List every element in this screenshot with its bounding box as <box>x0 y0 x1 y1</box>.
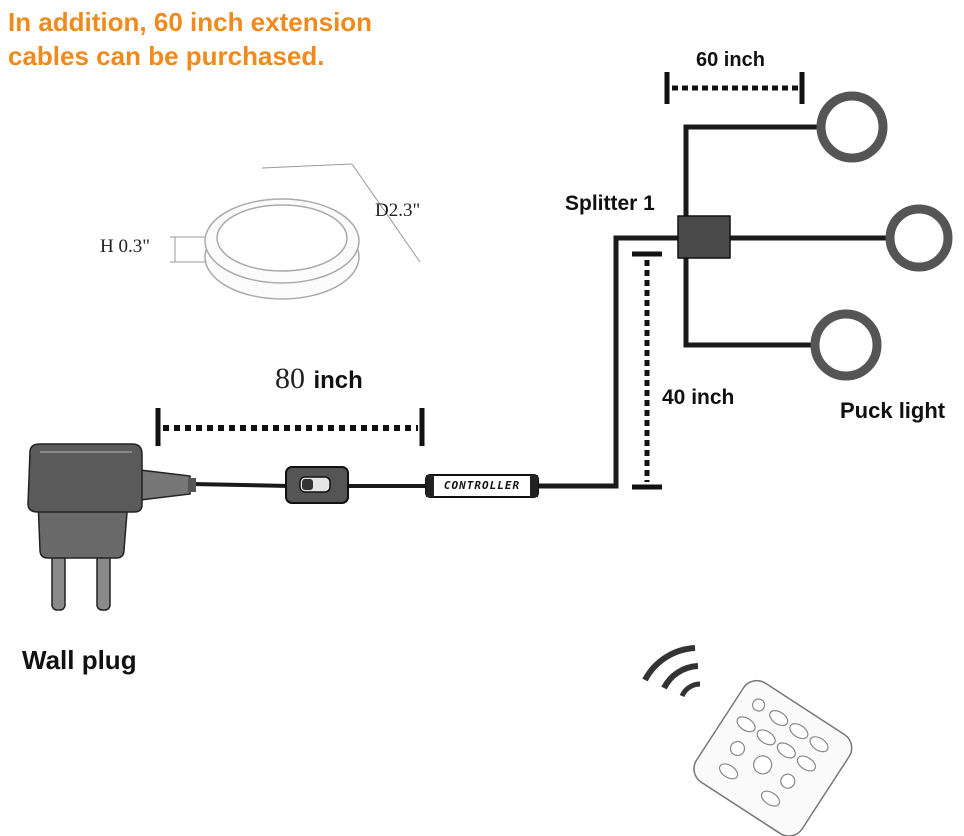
dimension-40-inch <box>632 251 662 490</box>
dimension-80-inch <box>155 408 425 446</box>
cable-60-label: 60 inch <box>696 49 765 71</box>
diameter-label: D2.3" <box>375 200 421 221</box>
splitter-label: Splitter 1 <box>565 192 655 215</box>
extension-note-line1: In addition, 60 inch extension <box>8 7 373 37</box>
wall-plug <box>27 443 196 611</box>
cables <box>191 124 893 489</box>
puck-light-middle <box>885 204 953 272</box>
puck-light-label: Puck light <box>840 398 946 423</box>
inline-switch <box>285 466 349 504</box>
controller-box <box>425 474 539 498</box>
controller-label: CONTROLLER <box>443 479 521 492</box>
extension-note-line2: cables can be purchased. <box>8 41 325 71</box>
splitter-box <box>677 215 731 259</box>
cable-80-label: 80 inch <box>275 362 363 396</box>
puck-light-top <box>816 91 888 163</box>
puck-lights <box>810 91 953 381</box>
puck-light-bottom <box>810 309 882 381</box>
cable-80-number: 80 <box>275 362 305 395</box>
dimension-60-inch <box>664 72 805 104</box>
cable-80-unit: inch <box>313 367 363 394</box>
remote-control <box>642 645 853 836</box>
cable-40-label: 40 inch <box>662 386 735 409</box>
height-label: H 0.3" <box>100 236 150 257</box>
wall-plug-label: Wall plug <box>22 645 137 675</box>
puck-dimension-sketch <box>170 163 421 300</box>
